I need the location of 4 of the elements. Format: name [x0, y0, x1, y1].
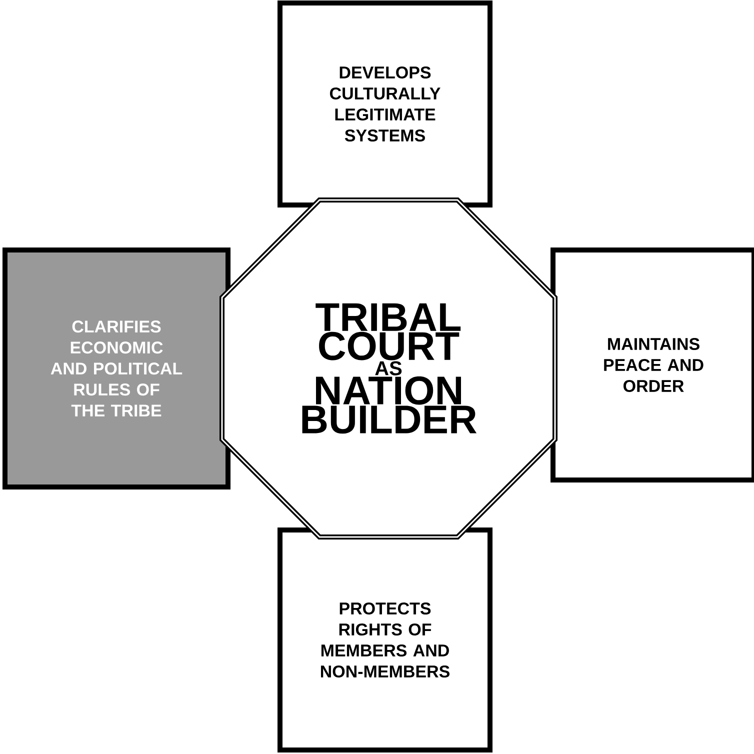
text-box: PROTECTS RIGHTS OF MEMBERS AND NON-MEMBERS	[278, 528, 492, 752]
text-box: DEVELOPS CULTURALLY LEGITIMATE SYSTEMS	[278, 0, 492, 208]
shaded-text-box: CLARIFIES ECONOMIC AND POLITICAL RULES OF THE TRIBE	[2, 248, 230, 490]
text-box: MAINTAINS PEACE AND ORDER	[550, 248, 754, 482]
